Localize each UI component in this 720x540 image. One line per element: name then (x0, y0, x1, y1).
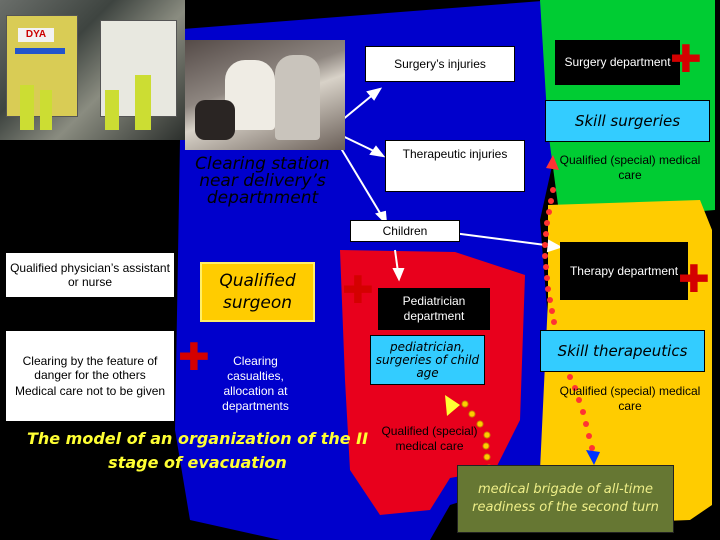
therapeutic-injuries-box: Therapeutic injuries (385, 140, 525, 192)
skill-therapeutics-box: Skill therapeutics (540, 330, 705, 372)
cross-icon: ✚ (178, 335, 210, 379)
diagram-title: The model of an organization of the II s… (26, 429, 369, 472)
clearing-feature-text: Clearing by the feature of danger for th… (22, 354, 158, 382)
therapy-care-text: Qualified (special) medical care (559, 384, 701, 413)
entry-at-hospital-title: Entry at hospital (48, 181, 132, 231)
medical-brigade-text: medical brigade of all-time readiness of… (472, 482, 659, 515)
therapeutic-injuries-text: Therapeutic injuries (402, 147, 508, 161)
yellow-pointer (445, 395, 460, 416)
qualified-assistant-box: Qualified physician’s assistant or nurse (5, 252, 175, 298)
children-box: Children (350, 220, 460, 242)
therapy-department-box: Therapy department (560, 242, 688, 300)
pediatric-care-text: Qualified (special) medical care (381, 424, 478, 453)
surgery-department-box: Surgery department (555, 40, 680, 85)
ambulance-sign: DYA (18, 28, 54, 42)
skill-surgeries-box: Skill surgeries (545, 100, 710, 142)
qualified-surgeon-text: Qualified surgeon (219, 271, 296, 313)
surgery-care-text: Qualified (special) medical care (559, 153, 701, 182)
pediatric-skill-box: pediatrician, surgeries of child age (370, 335, 485, 385)
qualified-surgeon-box: Qualified surgeon (200, 262, 315, 322)
cross-icon: ✚ (678, 257, 710, 301)
clearing-feature-box: Clearing by the feature of danger for th… (5, 330, 175, 422)
medical-brigade-box: medical brigade of all-time readiness of… (457, 465, 674, 533)
cross-icon: ✚ (342, 268, 374, 312)
clearing-station-label: Clearing station near delivery’s departn… (195, 154, 330, 208)
blue-pointer (586, 450, 600, 465)
red-pointer (546, 155, 559, 170)
surgery-injuries-box: Surgery’s injuries (365, 46, 515, 82)
medical-care-not-text: Medical care not to be given (14, 384, 166, 398)
pediatrician-department-box: Pediatrician department (378, 288, 490, 330)
hospital-entry-photo: DYA (0, 0, 185, 140)
clearing-station-photo (185, 40, 345, 150)
clearing-casualties-text: Clearing casualties, allocation at depar… (222, 354, 289, 413)
cross-icon: ✚ (670, 37, 702, 81)
